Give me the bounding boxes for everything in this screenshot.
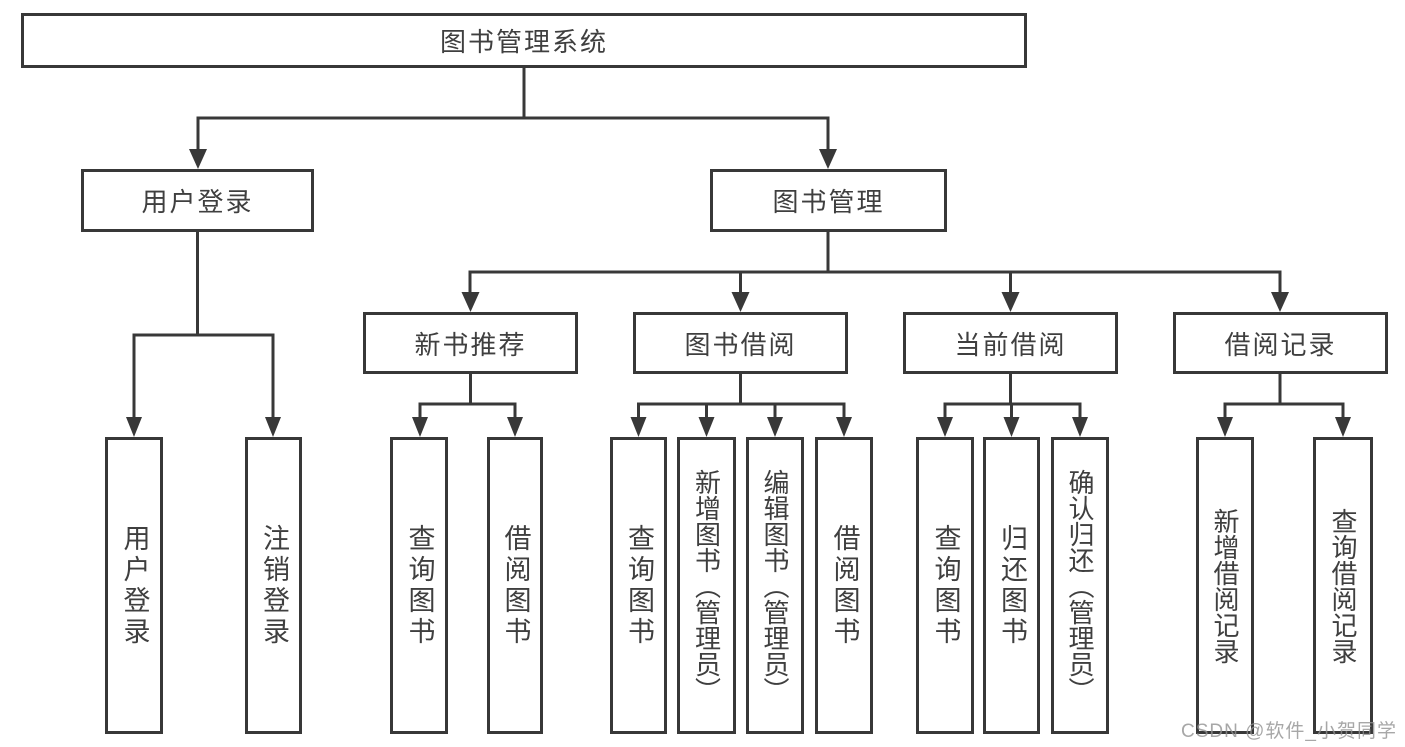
node-label: 图书借阅 bbox=[684, 329, 797, 360]
node-label: 归还图书 bbox=[997, 523, 1027, 648]
leaf-borrow-books: 借阅图书 bbox=[815, 437, 873, 734]
leaf-query-books: 查询图书 bbox=[610, 437, 667, 734]
node-label: 当前借阅 bbox=[954, 329, 1067, 360]
leaf-logout-login: 注销登录 bbox=[245, 437, 302, 734]
leaf-add-books-admin: 新增图书（管理员） bbox=[677, 437, 736, 734]
node-book-management: 图书管理 bbox=[710, 169, 947, 232]
node-label: 确认归还（管理员） bbox=[1065, 468, 1095, 703]
node-book-borrowing: 图书借阅 bbox=[633, 312, 848, 374]
leaf-add-borrow-record: 新增借阅记录 bbox=[1196, 437, 1254, 734]
node-library-system: 图书管理系统 bbox=[21, 13, 1027, 68]
node-label: 编辑图书（管理员） bbox=[760, 468, 790, 703]
node-label: 图书管理系统 bbox=[439, 27, 608, 57]
node-label: 借阅记录 bbox=[1224, 329, 1337, 360]
leaf-edit-books-admin: 编辑图书（管理员） bbox=[746, 437, 804, 734]
node-label: 借阅图书 bbox=[829, 523, 860, 648]
node-label: 用户登录 bbox=[119, 523, 150, 648]
node-label: 图书管理 bbox=[772, 187, 885, 217]
node-label: 用户登录 bbox=[141, 187, 254, 217]
csdn-watermark: CSDN @软件_小贺同学 bbox=[1181, 721, 1397, 742]
node-borrowing-records: 借阅记录 bbox=[1173, 312, 1388, 374]
node-label: 查询图书 bbox=[404, 523, 435, 648]
node-user-login: 用户登录 bbox=[81, 169, 314, 232]
node-label: 注销登录 bbox=[259, 523, 289, 648]
leaf-user-login: 用户登录 bbox=[105, 437, 163, 734]
node-new-book-recommendation: 新书推荐 bbox=[363, 312, 578, 374]
node-label: 新书推荐 bbox=[414, 329, 527, 360]
node-label: 查询图书 bbox=[930, 523, 961, 648]
node-label: 查询图书 bbox=[624, 523, 654, 648]
leaf-return-books: 归还图书 bbox=[983, 437, 1040, 734]
arrowhead-icons bbox=[126, 149, 1351, 437]
node-label: 新增借阅记录 bbox=[1210, 507, 1240, 664]
leaf-query-books: 查询图书 bbox=[390, 437, 448, 734]
node-label: 查询借阅记录 bbox=[1328, 507, 1358, 664]
leaf-borrow-books: 借阅图书 bbox=[487, 437, 543, 734]
node-current-borrowing: 当前借阅 bbox=[903, 312, 1118, 374]
leaf-query-books: 查询图书 bbox=[916, 437, 974, 734]
node-label: 借阅图书 bbox=[500, 523, 531, 648]
leaf-query-borrow-record: 查询借阅记录 bbox=[1313, 437, 1373, 734]
leaf-confirm-return-admin: 确认归还（管理员） bbox=[1051, 437, 1109, 734]
node-label: 新增图书（管理员） bbox=[691, 468, 722, 703]
